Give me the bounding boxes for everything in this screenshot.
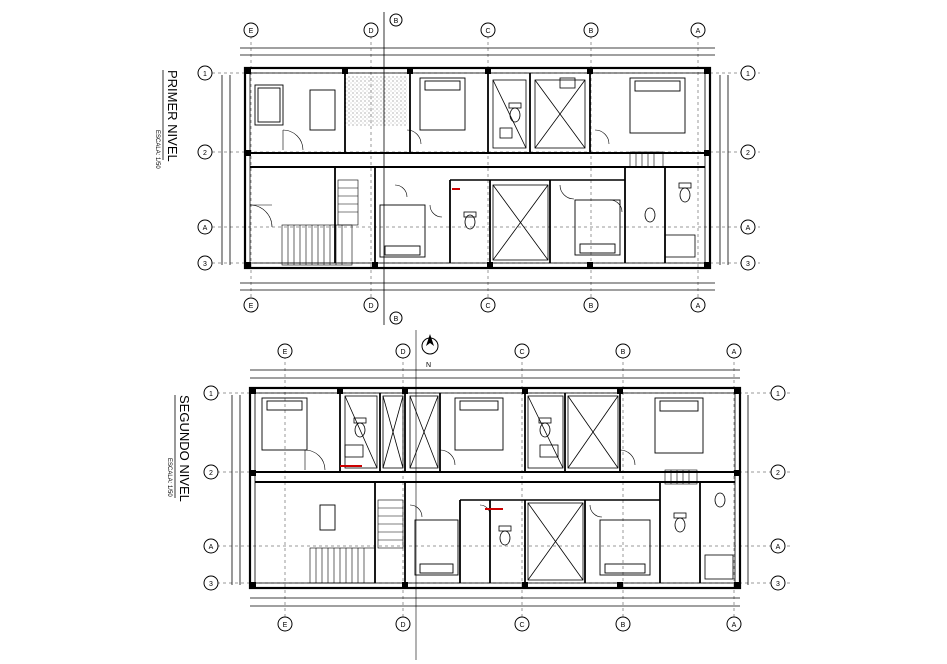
axis-bubble-right-4: 3 <box>740 255 756 271</box>
axis-label: D <box>400 349 405 356</box>
axis-bubble-right-2: 2 <box>740 144 756 160</box>
axis-label: A <box>776 544 781 551</box>
axis-bubble-bottom-1: E <box>277 616 293 632</box>
axis-label: 1 <box>746 71 750 78</box>
axis-bubble-left-4: 3 <box>203 575 219 591</box>
axis-bubble-top-3: C <box>480 22 496 38</box>
axis-bubble-left-2: 2 <box>203 464 219 480</box>
plan2-left-axis-bubbles: 1 2 A 3 <box>203 385 219 591</box>
axis-bubble-top-1: E <box>243 22 259 38</box>
plan2-right-axis-bubbles: 1 2 A 3 <box>770 385 786 591</box>
plan2-top-axis-bubbles: E D C B A <box>277 343 742 359</box>
axis-bubble-right-3: A <box>770 538 786 554</box>
axis-bubble-bottom-3: C <box>514 616 530 632</box>
axis-label: 3 <box>746 261 750 268</box>
plan2-bottom-axis-bubbles: E D C B A <box>277 616 742 632</box>
axis-label: D <box>368 28 373 35</box>
axis-bubble-top-2: D <box>363 22 379 38</box>
axis-label: C <box>485 28 490 35</box>
axis-bubble-top-4: B <box>583 22 599 38</box>
axis-label: C <box>485 303 490 310</box>
axis-label: 3 <box>776 581 780 588</box>
axis-bubble-left-3: A <box>203 538 219 554</box>
axis-label: 3 <box>209 581 213 588</box>
axis-bubble-bottom-1: E <box>243 297 259 313</box>
axis-label: A <box>732 622 737 629</box>
axis-label: 1 <box>203 71 207 78</box>
plan-scale: ESCALA: 1/50 <box>154 130 160 169</box>
axis-bubble-right-3: A <box>740 219 756 235</box>
north-arrow-icon: N <box>421 334 439 369</box>
north-label: N <box>426 362 431 369</box>
plan-title: PRIMER NIVEL <box>165 70 180 162</box>
axis-label: A <box>696 303 701 310</box>
axis-label: C <box>519 349 524 356</box>
axis-label: A <box>732 349 737 356</box>
axis-label: A <box>203 225 208 232</box>
axis-label: 1 <box>209 391 213 398</box>
axis-bubble-bottom-4: B <box>615 616 631 632</box>
axis-bubble-top-1: E <box>277 343 293 359</box>
section-marker-label: B <box>394 18 399 25</box>
axis-label: B <box>589 28 594 35</box>
plan1-bottom-axis-bubbles: E D C B A <box>243 297 706 313</box>
axis-label: 2 <box>746 150 750 157</box>
axis-bubble-right-1: 1 <box>770 385 786 401</box>
axis-bubble-top-5: A <box>726 343 742 359</box>
axis-label: C <box>519 622 524 629</box>
axis-label: E <box>249 28 254 35</box>
plan1-top-axis-bubbles: E D C B A <box>243 22 706 38</box>
section-cut-line: B B <box>383 12 403 325</box>
axis-label: D <box>400 622 405 629</box>
axis-label: E <box>283 622 288 629</box>
axis-bubble-bottom-3: C <box>480 297 496 313</box>
axis-bubble-top-5: A <box>690 22 706 38</box>
axis-bubble-bottom-2: D <box>395 616 411 632</box>
plan-primer-nivel <box>200 30 760 305</box>
axis-bubble-bottom-5: A <box>690 297 706 313</box>
axis-label: 2 <box>209 470 213 477</box>
plan-segundo-nivel <box>205 330 790 660</box>
axis-bubble-bottom-5: A <box>726 616 742 632</box>
axis-label: B <box>621 622 626 629</box>
plan-scale: ESCALA: 1/50 <box>166 458 172 497</box>
plan-title: SEGUNDO NIVEL <box>177 395 192 502</box>
axis-bubble-left-1: 1 <box>197 65 213 81</box>
axis-label: A <box>209 544 214 551</box>
axis-label: B <box>589 303 594 310</box>
axis-label: A <box>746 225 751 232</box>
plan1-right-axis-bubbles: 1 2 A 3 <box>740 65 756 271</box>
axis-label: 2 <box>203 150 207 157</box>
axis-bubble-left-4: 3 <box>197 255 213 271</box>
axis-bubble-right-1: 1 <box>740 65 756 81</box>
axis-label: B <box>621 349 626 356</box>
axis-label: A <box>696 28 701 35</box>
axis-bubble-bottom-2: D <box>363 297 379 313</box>
axis-bubble-top-2: D <box>395 343 411 359</box>
axis-label: D <box>368 303 373 310</box>
plan2-title-block: SEGUNDO NIVEL ESCALA: 1/50 <box>166 395 192 502</box>
axis-label: E <box>283 349 288 356</box>
axis-bubble-right-2: 2 <box>770 464 786 480</box>
axis-bubble-left-3: A <box>197 219 213 235</box>
axis-label: 2 <box>776 470 780 477</box>
axis-label: 1 <box>776 391 780 398</box>
axis-label: E <box>249 303 254 310</box>
axis-bubble-right-4: 3 <box>770 575 786 591</box>
plan1-title-block: PRIMER NIVEL ESCALA: 1/50 <box>154 70 180 169</box>
axis-bubble-left-2: 2 <box>197 144 213 160</box>
section-marker-label: B <box>394 316 399 323</box>
axis-bubble-bottom-4: B <box>583 297 599 313</box>
axis-bubble-top-4: B <box>615 343 631 359</box>
axis-bubble-top-3: C <box>514 343 530 359</box>
plan1-left-axis-bubbles: 1 2 A 3 <box>197 65 213 271</box>
axis-bubble-left-1: 1 <box>203 385 219 401</box>
axis-label: 3 <box>203 261 207 268</box>
